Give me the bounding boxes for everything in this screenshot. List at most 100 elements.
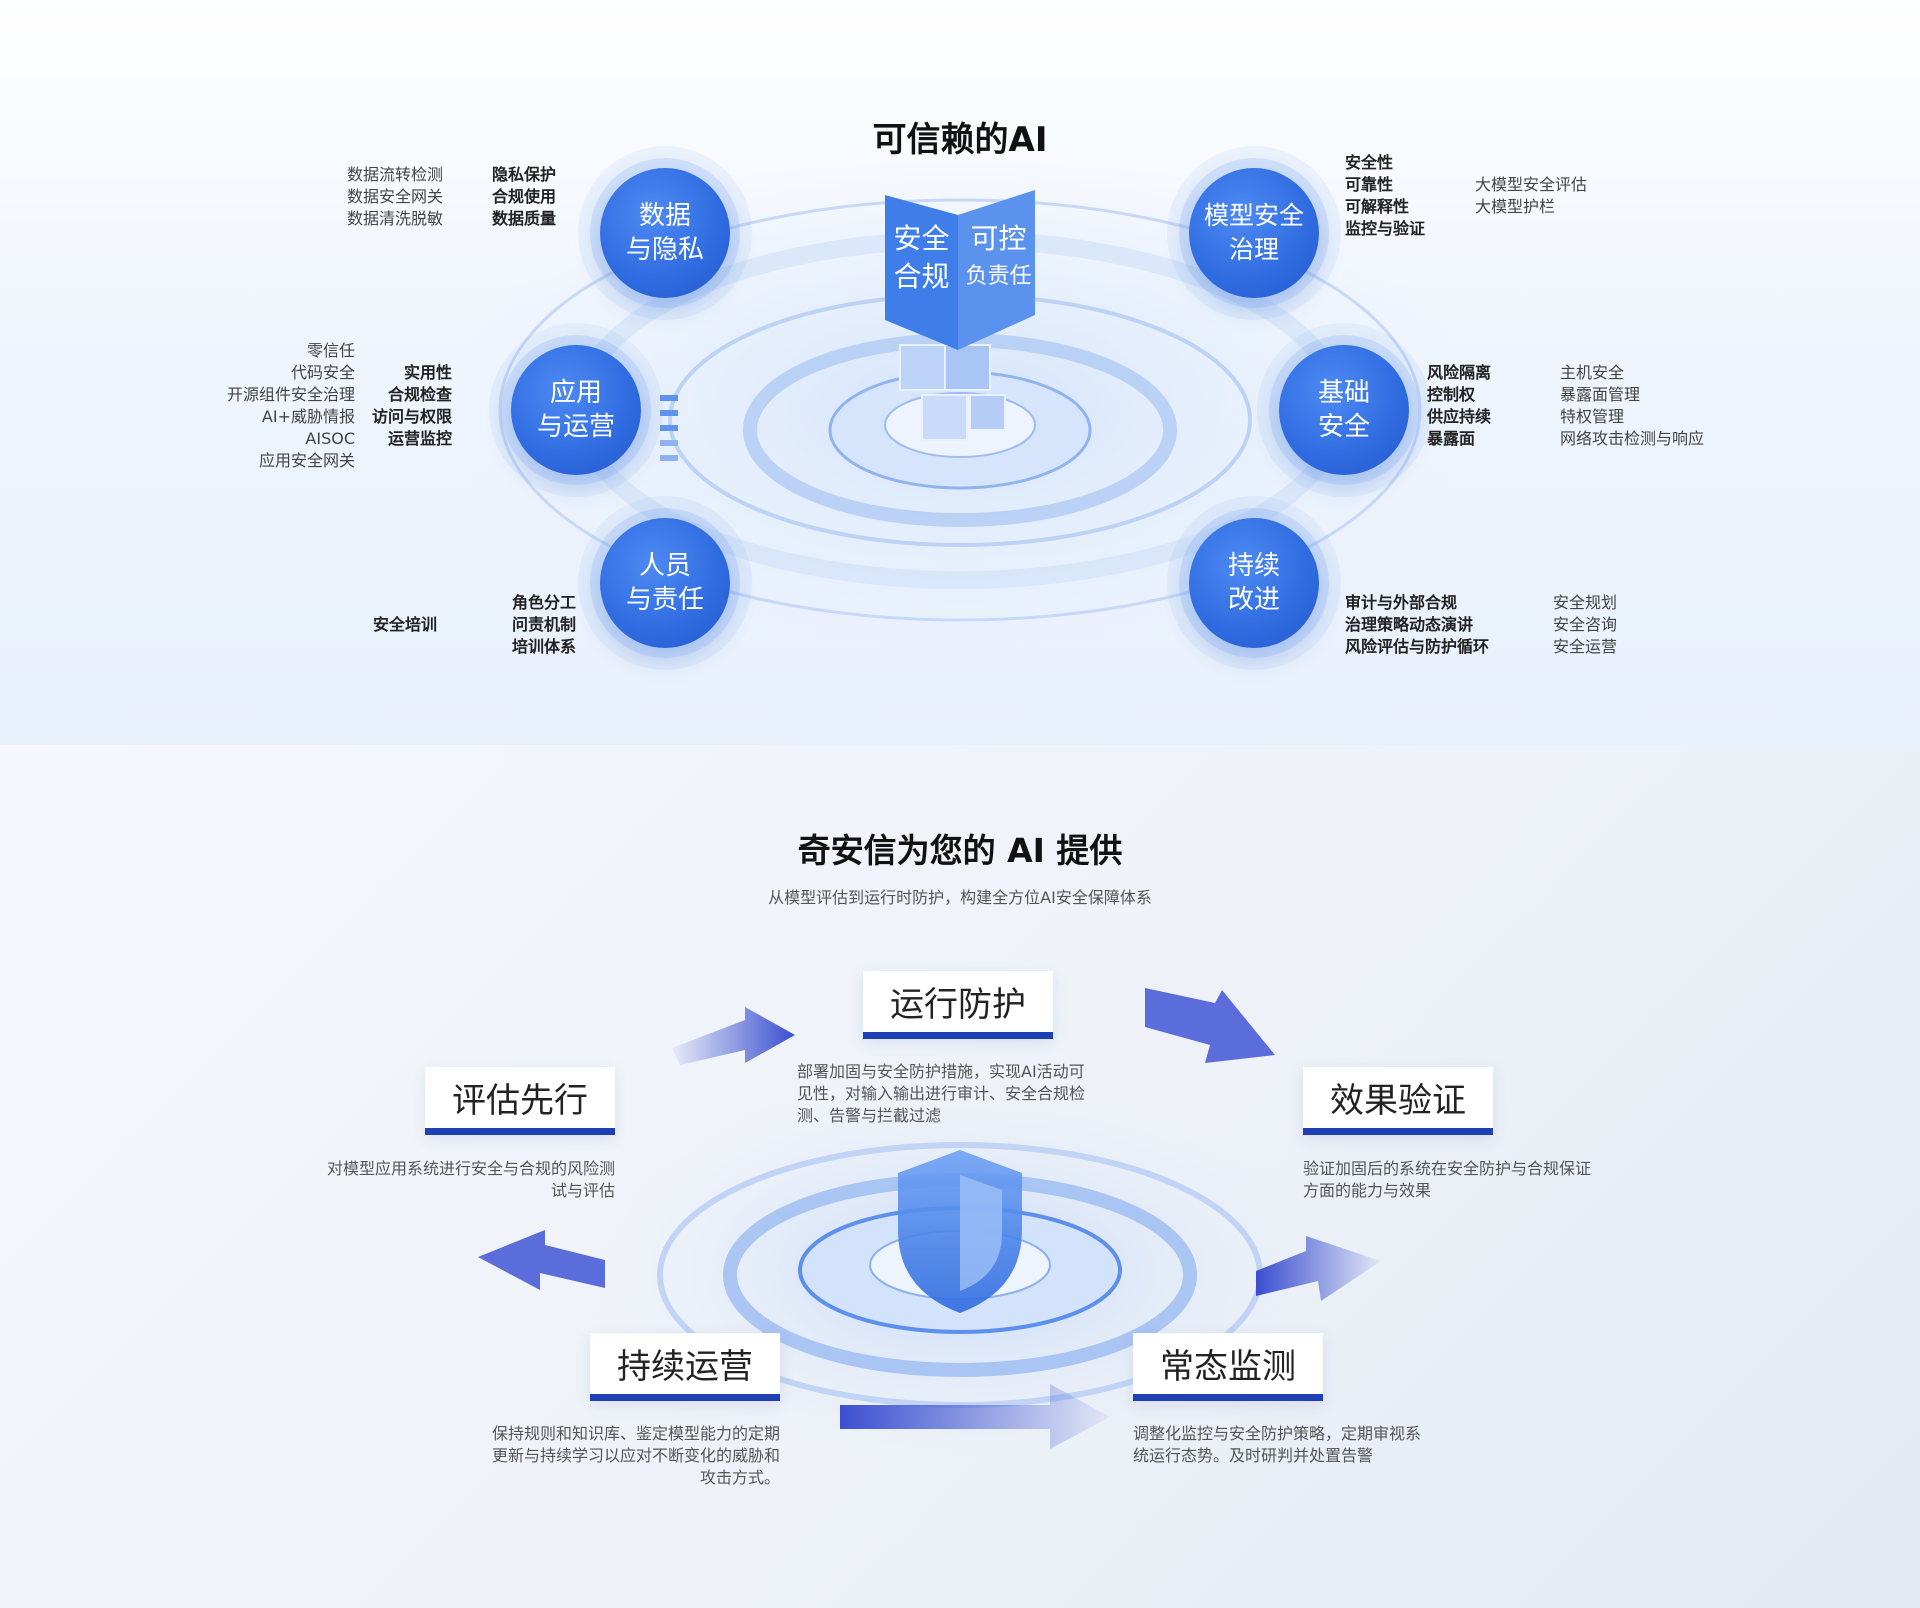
list-item: 可解释性 (1345, 197, 1410, 216)
desc-line: 试与评估 (550, 1181, 615, 1200)
list-item: 实用性 (403, 363, 452, 382)
list-item: 数据安全网关 (346, 187, 443, 206)
node-data-privacy[interactable]: 数据 与隐私 (600, 168, 730, 298)
list-item: 网络攻击检测与响应 (1560, 429, 1705, 448)
list-item: 治理策略动态演讲 (1345, 615, 1474, 634)
list-item: 监控与验证 (1345, 219, 1426, 238)
list-item: 零信任 (306, 341, 355, 360)
qianxin-ai-section: 奇安信为您的 AI 提供 从模型评估到运行时防护，构建全方位AI安全保障体系 运… (0, 745, 1920, 1608)
node-model-security-governance[interactable]: 模型安全 治理 (1189, 168, 1319, 298)
list-item: 主机安全 (1560, 363, 1625, 382)
stage-routine-monitoring-desc: 调整化监控与安全防护策略，定期审视系 统运行态势。及时研判并处置告警 (1133, 1423, 1473, 1467)
node-continuous-improvement[interactable]: 持续 改进 (1189, 518, 1319, 648)
list-item: AISOC (305, 429, 355, 448)
list-item: 控制权 (1427, 385, 1476, 404)
list-item: 数据流转检测 (346, 165, 443, 184)
stage-effect-verification-desc: 验证加固后的系统在安全防护与合规保证 方面的能力与效果 (1303, 1158, 1643, 1202)
list-item: 安全性 (1345, 153, 1394, 172)
desc-line: 更新与持续学习以应对不断变化的威胁和 (491, 1446, 780, 1465)
list-item: 安全培训 (373, 615, 438, 634)
desc-line: 测、告警与拦截过滤 (797, 1106, 942, 1125)
desc-line: 验证加固后的系统在安全防护与合规保证 (1303, 1159, 1592, 1178)
improvement-bold-list: 审计与外部合规 治理策略动态演讲 风险评估与防护循环 (1345, 592, 1489, 658)
data-privacy-bold-list: 隐私保护 合规使用 数据质量 (492, 164, 556, 230)
node-label: 与隐私 (625, 235, 704, 265)
list-item: 合规使用 (492, 187, 557, 206)
list-item: 安全咨询 (1553, 615, 1618, 634)
list-item: 运营监控 (387, 429, 452, 448)
desc-line: 调整化监控与安全防护策略，定期审视系 (1133, 1424, 1422, 1443)
desc-line: 见性，对输入输出进行审计、安全合规检 (797, 1084, 1086, 1103)
stage-routine-monitoring[interactable]: 常态监测 (1133, 1333, 1323, 1401)
list-item: 代码安全 (290, 363, 355, 382)
node-personnel-responsibility[interactable]: 人员 与责任 (600, 518, 730, 648)
list-item: 问责机制 (512, 615, 577, 634)
stage-assessment-first-desc: 对模型应用系统进行安全与合规的风险测 试与评估 (290, 1158, 615, 1202)
list-item: 特权管理 (1560, 407, 1625, 426)
stage-effect-verification[interactable]: 效果验证 (1303, 1067, 1493, 1135)
list-item: 安全运营 (1553, 637, 1618, 656)
cube-text-responsible: 负责任 (965, 264, 1032, 289)
section-subtitle: 从模型评估到运行时防护，构建全方位AI安全保障体系 (768, 888, 1152, 907)
list-item: 风险评估与防护循环 (1345, 637, 1490, 656)
node-label: 数据 (638, 201, 691, 231)
node-label: 基础 (1317, 378, 1370, 408)
arrow-right-top (672, 1007, 795, 1065)
desc-line: 保持规则和知识库、鉴定模型能力的定期 (491, 1424, 780, 1443)
data-privacy-plain-list: 数据流转检测 数据安全网关 数据清洗脱敏 (300, 164, 443, 230)
improvement-plain-list: 安全规划 安全咨询 安全运营 (1553, 592, 1617, 658)
list-item: 应用安全网关 (258, 451, 355, 470)
list-item: 合规检查 (387, 385, 452, 404)
stage-continuous-operation-desc: 保持规则和知识库、鉴定模型能力的定期 更新与持续学习以应对不断变化的威胁和 攻击… (455, 1423, 780, 1489)
node-label: 安全 (1317, 412, 1370, 442)
list-item: 培训体系 (512, 637, 577, 656)
node-label: 与运营 (536, 412, 615, 442)
application-bold-list: 实用性 合规检查 访问与权限 运营监控 (355, 362, 452, 450)
desc-line: 统运行态势。及时研判并处置告警 (1133, 1446, 1374, 1465)
desc-line: 方面的能力与效果 (1303, 1181, 1432, 1200)
section-title: 奇安信为您的 AI 提供 (797, 831, 1123, 870)
cube-right-face: 可控 负责任 (962, 220, 1035, 296)
list-item: 暴露面管理 (1560, 385, 1641, 404)
list-item: 供应持续 (1427, 407, 1492, 426)
infrastructure-bold-list: 风险隔离 控制权 供应持续 暴露面 (1427, 362, 1491, 450)
list-item: 安全规划 (1553, 593, 1618, 612)
node-label: 人员 (638, 551, 691, 581)
list-item: 暴露面 (1427, 429, 1476, 448)
list-item: 数据质量 (492, 209, 557, 228)
stage-assessment-first[interactable]: 评估先行 (425, 1067, 615, 1135)
node-label: 与责任 (625, 585, 704, 615)
desc-line: 攻击方式。 (699, 1468, 780, 1487)
cube-text-controllable: 可控 (970, 222, 1027, 255)
list-item: 大模型护栏 (1475, 197, 1556, 216)
stage-runtime-protection[interactable]: 运行防护 (863, 971, 1053, 1039)
model-plain-list: 大模型安全评估 大模型护栏 (1475, 174, 1587, 218)
model-bold-list: 安全性 可靠性 可解释性 监控与验证 (1345, 152, 1425, 240)
infrastructure-plain-list: 主机安全 暴露面管理 特权管理 网络攻击检测与响应 (1560, 362, 1704, 450)
personnel-bold-list: 角色分工 问责机制 培训体系 (512, 592, 576, 658)
node-label: 治理 (1228, 235, 1279, 264)
trusted-ai-section: 安全 合规 可控 负责任 可信赖的AI 数据 与隐私 数据流转检测 数据安全网关… (0, 0, 1920, 745)
list-item: AI+威胁情报 (261, 407, 355, 426)
list-item: 审计与外部合规 (1345, 593, 1458, 612)
node-label: 应用 (549, 378, 602, 408)
desc-line: 部署加固与安全防护措施，实现AI活动可 (797, 1062, 1085, 1081)
node-infrastructure-security[interactable]: 基础 安全 (1279, 345, 1409, 475)
stage-continuous-operation[interactable]: 持续运营 (590, 1333, 780, 1401)
cube-text-compliance: 合规 (893, 260, 950, 293)
page-title: 可信赖的AI (872, 120, 1048, 160)
cube-text-security: 安全 (893, 222, 950, 255)
stage-runtime-protection-desc: 部署加固与安全防护措施，实现AI活动可 见性，对输入输出进行审计、安全合规检 测… (797, 1061, 1127, 1127)
node-label: 持续 (1227, 551, 1280, 581)
list-item: 隐私保护 (492, 165, 557, 184)
list-item: 角色分工 (512, 593, 577, 612)
list-item: 风险隔离 (1427, 363, 1492, 382)
list-item: 开源组件安全治理 (226, 385, 355, 404)
list-item: 可靠性 (1345, 175, 1394, 194)
desc-line: 对模型应用系统进行安全与合规的风险测 (326, 1159, 615, 1178)
node-label: 模型安全 (1203, 201, 1304, 230)
node-label: 改进 (1227, 585, 1280, 615)
personnel-plain-list: 安全培训 (373, 614, 437, 636)
list-item: 访问与权限 (371, 407, 452, 426)
node-application-operation[interactable]: 应用 与运营 (511, 345, 641, 475)
